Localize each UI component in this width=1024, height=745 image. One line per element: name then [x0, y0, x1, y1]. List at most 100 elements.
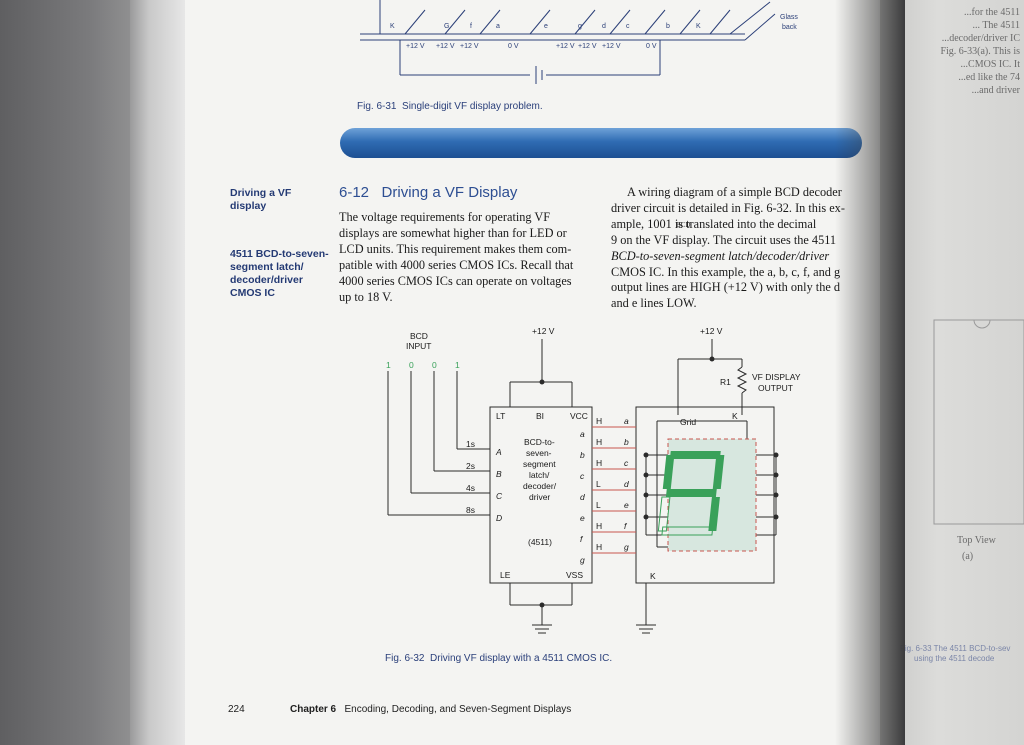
body-line: displays are somewhat higher than for LE…: [339, 225, 567, 240]
cathode-label: K: [732, 411, 738, 421]
input-weight: 8s: [466, 505, 475, 515]
book-page: [185, 0, 885, 745]
vcc-left-label: +12 V: [532, 326, 555, 336]
resistor-label: R1: [720, 377, 731, 387]
output-level: H: [596, 521, 602, 531]
scanner-edge: [0, 0, 130, 745]
facing-line: ...and driver: [971, 85, 1020, 96]
bcd-input-label: INPUT: [406, 341, 432, 351]
body-column-2: A wiring diagram of a simple BCD decoder…: [611, 185, 851, 312]
body-line: CMOS IC. In this example, the a, b, c, f…: [611, 264, 841, 279]
fig-6-32-caption-number: Fig. 6-32: [385, 653, 425, 664]
fig631-seg-label: f: [470, 23, 472, 30]
input-weight: 4s: [466, 483, 475, 493]
ic-output-pin: b: [580, 450, 585, 460]
facing-ic-outline: [933, 319, 1024, 525]
fig631-volt-label: +12 V: [436, 43, 455, 50]
page-gutter-shadow: [835, 0, 905, 745]
footer-chapter-label: Chapter 6: [290, 704, 337, 715]
ic-output-pin: c: [580, 471, 585, 481]
ic-output-pin: g: [580, 555, 585, 565]
fig631-seg-label: d: [602, 23, 606, 30]
fig631-volt-label: +12 V: [460, 43, 479, 50]
fig-6-32-caption-text: Driving VF display with a 4511 CMOS IC.: [430, 653, 613, 664]
vf-output-label: OUTPUT: [758, 383, 793, 393]
margin-note-driving-vf: Driving a VF display: [230, 187, 291, 213]
section-number: 6-12: [339, 184, 370, 201]
fig631-volt-label: +12 V: [406, 43, 425, 50]
ic-input-pin: C: [496, 491, 503, 501]
display-segment-pin: c: [624, 458, 629, 468]
ic-pin-vss: VSS: [566, 570, 583, 580]
vf-segment-g: [665, 489, 717, 497]
fig631-seg-label: b: [666, 23, 670, 30]
facing-line: ...CMOS IC. It: [960, 59, 1020, 70]
ic-output-pin: d: [580, 492, 585, 502]
vf-segments: [657, 451, 725, 536]
body-line: ample, 1001 is translated into the decim…: [611, 217, 851, 233]
bcd-input-label: BCD: [410, 331, 428, 341]
facing-line: ...ed like the 74: [958, 72, 1020, 83]
cathode-label-bottom: K: [650, 571, 656, 581]
ic-input-pin: A: [495, 447, 502, 457]
ic-output-pin: e: [580, 513, 585, 523]
vf-segment-a: [669, 451, 721, 459]
input-weight: 1s: [466, 439, 475, 449]
bcd-bit: 0: [432, 360, 437, 370]
vcc-right-label: +12 V: [700, 326, 723, 336]
display-segment-pin: e: [624, 500, 629, 510]
fig631-glass-label: back: [782, 24, 797, 31]
bcd-bit: 1: [455, 360, 460, 370]
fig-6-31-caption-number: Fig. 6-31: [357, 101, 397, 112]
body-line: up to 18 V.: [339, 289, 393, 304]
facing-line: ...for the 4511: [963, 7, 1020, 18]
fig-6-31-caption-text: Single-digit VF display problem.: [402, 101, 543, 112]
margin-note-line: display: [230, 200, 267, 212]
ic-pin-bi: BI: [536, 411, 544, 421]
body-line: 4000 series CMOS ICs can operate on volt…: [339, 273, 572, 288]
fig631-volt-label: 0 V: [646, 43, 657, 50]
ic-pin-lt: LT: [496, 411, 505, 421]
ic-output-pin: f: [580, 534, 584, 544]
body-line: A wiring diagram of a simple BCD decoder: [627, 185, 842, 199]
body-line-text: ample, 1001 is translated into the decim…: [611, 216, 817, 231]
vf-segment-f: [662, 455, 675, 489]
bcd-bit: 0: [409, 360, 414, 370]
ic-desc-line: decoder/: [523, 481, 557, 491]
facing-sub-a: (a): [962, 551, 974, 562]
ic-pin-vcc: VCC: [570, 411, 588, 421]
fig-6-31-caption: Fig. 6-31 Single-digit VF display proble…: [357, 101, 543, 112]
fig631-glass-label: Glass: [780, 14, 798, 21]
body-line: 9 on the VF display. The circuit uses th…: [611, 232, 837, 247]
margin-note-line: Driving a VF: [230, 187, 292, 199]
display-segment-pin: a: [624, 416, 629, 426]
body-line: LCD units. This requirement makes them c…: [339, 241, 572, 256]
body-column-1: The voltage requirements for operating V…: [339, 210, 591, 305]
fig631-seg-label: e: [544, 23, 548, 30]
facing-caption-line: Fig. 6-33 The 4511 BCD-to-sev: [900, 644, 1011, 653]
vf-segment-b: [712, 455, 725, 489]
section-title: Driving a VF Display: [381, 184, 518, 201]
footer-chapter-title: Encoding, Decoding, and Seven-Segment Di…: [344, 704, 572, 715]
fig631-seg-label: K: [390, 23, 395, 30]
body-line: driver circuit is detailed in Fig. 6-32.…: [611, 200, 845, 215]
facing-top-view: Top View: [957, 535, 996, 546]
margin-note-line: CMOS IC: [230, 287, 275, 299]
bcd-bit: 1: [386, 360, 391, 370]
display-segment-pin: g: [624, 542, 629, 552]
vf-segment-c: [708, 497, 720, 531]
fig631-seg-label: c: [626, 23, 630, 30]
body-line: patible with 4000 series CMOS ICs. Recal…: [339, 257, 574, 272]
ic-desc-line: segment: [523, 459, 556, 469]
grid-label: Grid: [680, 417, 696, 427]
fig631-seg-label: g: [578, 23, 582, 30]
display-segment-pin: d: [624, 479, 629, 489]
ic-pin-le: LE: [500, 570, 511, 580]
section-heading: 6-12 Driving a VF Display: [339, 184, 517, 201]
margin-note-4511: 4511 BCD-to-seven- segment latch/ decode…: [230, 248, 329, 300]
body-line: BCD-to-seven-segment latch/decoder/drive…: [611, 248, 830, 263]
ic-desc-line: latch/: [529, 470, 550, 480]
margin-note-line: 4511 BCD-to-seven-: [230, 248, 329, 260]
facing-line: Fig. 6-33(a). This is: [940, 46, 1020, 57]
